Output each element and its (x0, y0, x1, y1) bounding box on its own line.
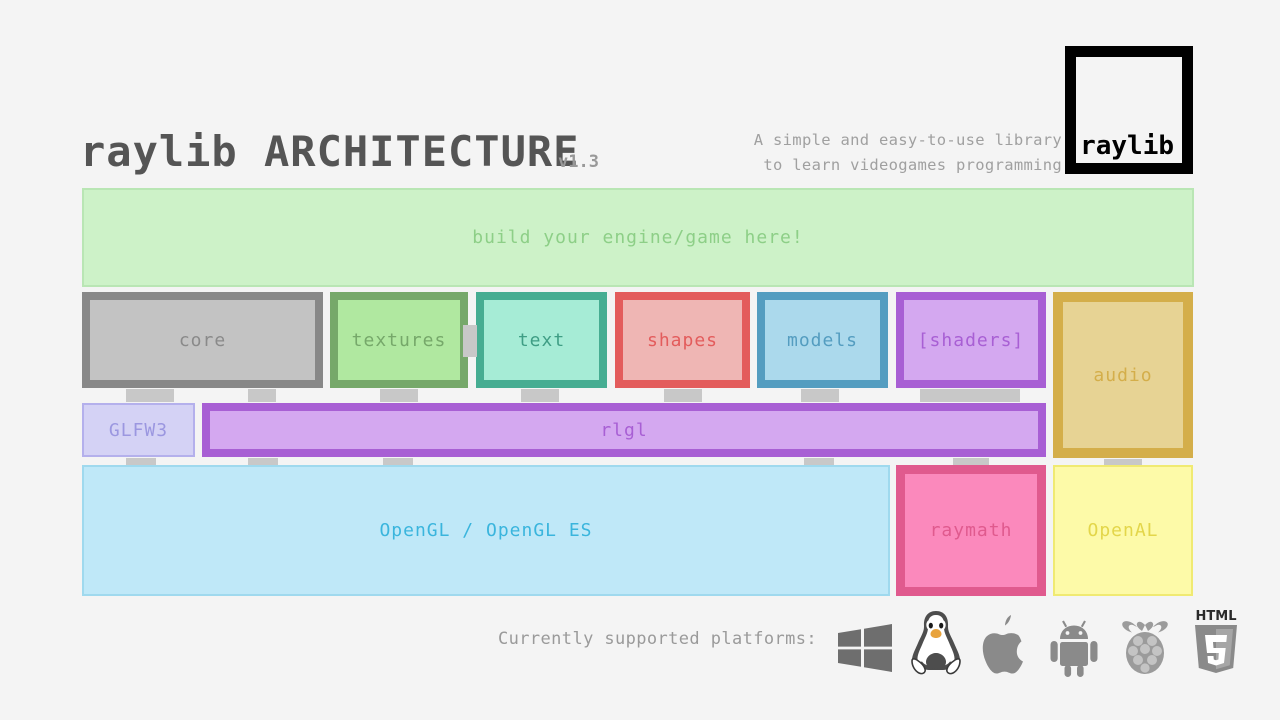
apple-icon (978, 607, 1032, 677)
connector-textures-text (463, 325, 477, 357)
page-title: raylib ARCHITECTURE (80, 127, 580, 176)
layer-raymath[interactable]: raymath (896, 465, 1046, 596)
module-shapes[interactable]: shapes (615, 292, 750, 388)
linux-tux-icon (908, 607, 964, 677)
connector-core-right (248, 389, 276, 402)
html5-icon: HTML (1188, 607, 1244, 677)
layer-openal[interactable]: OpenAL (1053, 465, 1193, 596)
platform-icon-list: HTML (836, 603, 1237, 677)
connector-text (521, 389, 559, 402)
windows-icon (836, 607, 894, 677)
layer-rlgl[interactable]: rlgl (202, 403, 1046, 457)
layer-opengl[interactable]: OpenGL / OpenGL ES (82, 465, 890, 596)
module-core[interactable]: core (82, 292, 323, 388)
connector-shaders (920, 389, 1020, 402)
connector-models (801, 389, 839, 402)
raylib-logo-text: raylib (1080, 131, 1174, 161)
connector-core-left (126, 389, 174, 402)
tagline: A simple and easy-to-use library to lear… (718, 128, 1062, 178)
module-shaders[interactable]: [shaders] (896, 292, 1046, 388)
module-text[interactable]: text (476, 292, 607, 388)
version-label: v1.3 (558, 152, 599, 172)
layer-glfw3[interactable]: GLFW3 (82, 403, 195, 457)
platforms-label: Currently supported platforms: (498, 629, 818, 649)
build-your-engine-banner: build your engine/game here! (82, 188, 1194, 287)
module-audio[interactable]: audio (1053, 292, 1193, 458)
raylib-logo: raylib (1065, 46, 1193, 174)
module-models[interactable]: models (757, 292, 888, 388)
connector-textures (380, 389, 418, 402)
android-icon (1046, 607, 1102, 677)
tagline-line-2: to learn videogames programming (763, 156, 1062, 174)
module-textures[interactable]: textures (330, 292, 468, 388)
tagline-line-1: A simple and easy-to-use library (753, 131, 1062, 149)
connector-shapes (664, 389, 702, 402)
svg-text:HTML: HTML (1196, 609, 1237, 624)
raspberry-pi-icon (1116, 607, 1174, 677)
